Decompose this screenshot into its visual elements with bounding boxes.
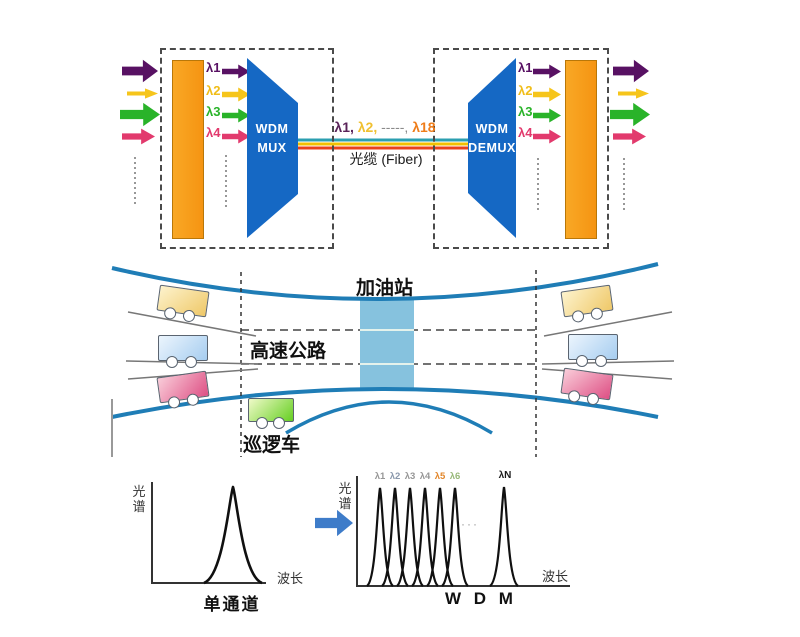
peak-n-label: λN bbox=[498, 470, 512, 481]
fiber-lambda2: λ2, bbox=[357, 119, 378, 135]
transponder-bar-right bbox=[565, 60, 597, 239]
truck-wheel bbox=[166, 356, 178, 368]
wdm-demux-block bbox=[468, 58, 516, 238]
ramp-line bbox=[543, 311, 673, 337]
wdm-mux-block bbox=[247, 58, 298, 238]
wdm-peak-1 bbox=[366, 487, 394, 587]
road-edge-top bbox=[111, 262, 659, 301]
truck-pink-right bbox=[560, 367, 614, 406]
signal-arrow-pink-icon bbox=[122, 128, 155, 145]
signal-arrow-purple-icon bbox=[613, 59, 649, 83]
x-axis-label: 波长 bbox=[542, 569, 569, 584]
patrol-arc bbox=[285, 400, 493, 435]
channel-label: λ1 bbox=[206, 60, 221, 75]
wdm-peak-6 bbox=[441, 487, 469, 587]
x-axis-label: 波长 bbox=[277, 571, 304, 586]
single-channel-caption: 单通道 bbox=[203, 595, 261, 614]
fiber-lambda1: λ1, bbox=[334, 119, 354, 135]
peaks-ellipsis: ··· bbox=[461, 517, 479, 531]
signal-arrow-pink-icon bbox=[613, 128, 646, 145]
peak-label: λ4 bbox=[419, 471, 431, 482]
truck-wheel bbox=[185, 356, 197, 368]
wdm-caption: W D M bbox=[445, 589, 517, 608]
channel-label: λ3 bbox=[206, 104, 221, 119]
ramp-line bbox=[541, 360, 675, 365]
demux-label-line1: WDM bbox=[475, 122, 509, 136]
truck-body bbox=[568, 334, 618, 360]
fiber-lambda18: λ18 bbox=[412, 119, 436, 135]
truck-wheel bbox=[273, 417, 285, 429]
axis-single-channel bbox=[151, 482, 266, 584]
channel-label: λ4 bbox=[518, 125, 533, 140]
signal-arrow-green-icon bbox=[120, 102, 160, 127]
channel-label: λ3 bbox=[518, 104, 533, 119]
peak-label: λ6 bbox=[449, 471, 461, 482]
transform-arrow-icon bbox=[315, 509, 353, 537]
highway-label: 高速公路 bbox=[250, 341, 327, 362]
truck-wheel bbox=[256, 417, 268, 429]
fiber-wavelengths-label: λ1, λ2, -----, λ18 bbox=[333, 119, 437, 135]
truck-blue-right bbox=[568, 334, 618, 367]
wdm-peak-2 bbox=[381, 487, 409, 587]
wdm-peak-n bbox=[489, 486, 519, 587]
channel-label: λ4 bbox=[206, 125, 221, 140]
truck-wheel bbox=[576, 355, 588, 367]
signal-arrow-purple-icon bbox=[122, 59, 158, 83]
terminal-box-left bbox=[160, 48, 334, 249]
truck-blue-left bbox=[158, 335, 208, 368]
peak-label: λ2 bbox=[389, 471, 401, 482]
channel-label: λ1 bbox=[518, 60, 533, 75]
peak-label: λ3 bbox=[404, 471, 416, 482]
truck-yellow-left bbox=[156, 284, 210, 323]
single-peak bbox=[203, 485, 263, 585]
y-axis-label: 光谱 bbox=[132, 484, 146, 514]
mux-label-line2: MUX bbox=[257, 141, 287, 155]
signal-arrow-yellow-icon bbox=[127, 88, 158, 99]
y-axis-label: 光谱 bbox=[338, 481, 352, 511]
wdm-peak-4 bbox=[411, 487, 439, 587]
mux-label-line1: WDM bbox=[255, 122, 289, 136]
fiber-caption: 光缆 (Fiber) bbox=[349, 151, 423, 167]
transponder-bar-left bbox=[172, 60, 204, 239]
truck-body bbox=[248, 398, 294, 422]
peak-label: λ5 bbox=[434, 471, 446, 482]
gas-station-area bbox=[360, 298, 414, 391]
peak-label: λ1 bbox=[374, 471, 386, 482]
signal-arrow-yellow-icon bbox=[618, 88, 649, 99]
fiber-ellipsis: -----, bbox=[381, 119, 409, 135]
ramp-line bbox=[127, 311, 257, 337]
patrol-car-label: 巡逻车 bbox=[243, 435, 301, 456]
wdm-peak-5 bbox=[426, 487, 454, 587]
demux-label-line2: DEMUX bbox=[468, 141, 516, 155]
truck-green-patrol bbox=[248, 398, 294, 429]
wdm-peak-3 bbox=[396, 487, 424, 587]
truck-wheel bbox=[595, 355, 607, 367]
truck-body bbox=[158, 335, 208, 361]
terminal-box-right bbox=[433, 48, 609, 249]
gas-station-label: 加油站 bbox=[356, 278, 414, 299]
signal-arrow-green-icon bbox=[610, 102, 650, 127]
axis-wdm bbox=[356, 476, 570, 587]
channel-label: λ2 bbox=[206, 83, 221, 98]
channel-label: λ2 bbox=[518, 83, 533, 98]
